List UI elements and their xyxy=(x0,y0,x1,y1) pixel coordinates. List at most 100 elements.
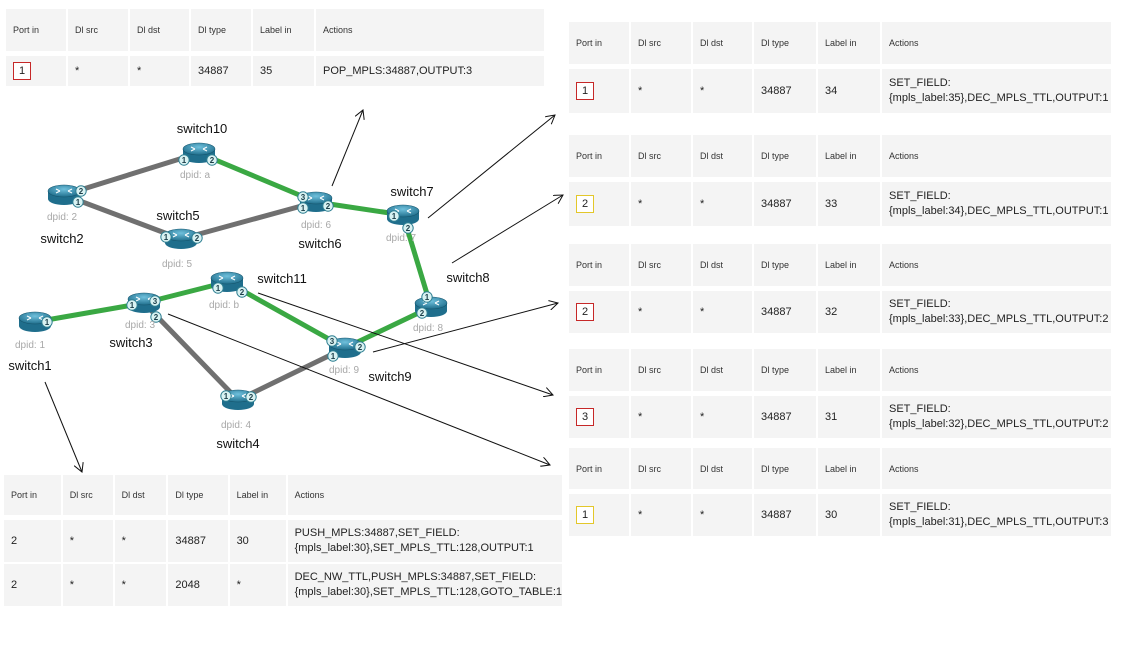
dl-src-value: * xyxy=(631,396,691,438)
dl-dst-value: * xyxy=(693,291,752,333)
dl-type-value: 34887 xyxy=(754,182,816,226)
dl-src-value: * xyxy=(68,56,128,86)
svg-text:2: 2 xyxy=(210,156,215,165)
port-badge: 3 xyxy=(149,295,161,307)
port-badge: 1 xyxy=(178,154,190,166)
svg-text:2: 2 xyxy=(79,187,84,196)
svg-text:1: 1 xyxy=(164,233,169,242)
header-label-in: Label in xyxy=(818,22,880,64)
dl-dst-value: * xyxy=(114,564,167,606)
primary-path-link xyxy=(196,150,319,205)
svg-text:1: 1 xyxy=(224,392,229,401)
label-in-value: 32 xyxy=(818,291,880,333)
port-badge: 1 xyxy=(297,202,309,214)
port-badge: 2 xyxy=(354,341,366,353)
header-actions: Actions xyxy=(882,135,1111,177)
table-pointer-arrow xyxy=(451,195,563,264)
label-in-value: 35 xyxy=(253,56,314,86)
actions-value: SET_FIELD: {mpls_label:33},DEC_MPLS_TTL,… xyxy=(882,291,1111,333)
table-pointer-arrow xyxy=(167,313,550,465)
port-in-value: 2 xyxy=(4,520,61,562)
table-row: 3 * * 34887 31 SET_FIELD: {mpls_label:32… xyxy=(569,396,1111,438)
port-badge: 3 xyxy=(297,191,309,203)
header-dl-type: Dl type xyxy=(754,135,816,177)
header-actions: Actions xyxy=(882,448,1111,489)
switch-name-label: switch4 xyxy=(216,436,259,451)
svg-text:1: 1 xyxy=(392,212,397,221)
table-row: 2 * * 2048 * DEC_NW_TTL,PUSH_MPLS:34887,… xyxy=(4,564,562,606)
dl-type-value: 34887 xyxy=(754,494,816,536)
dpid-label: dpid: 8 xyxy=(413,323,443,334)
header-dl-type: Dl type xyxy=(168,475,228,515)
table-row: 2 * * 34887 32 SET_FIELD: {mpls_label:33… xyxy=(569,291,1111,333)
switch-name-label: switch3 xyxy=(109,335,152,350)
header-dl-dst: Dl dst xyxy=(693,22,752,64)
dpid-label: dpid: b xyxy=(209,300,239,311)
router-icon xyxy=(164,228,198,249)
table-row: 2 * * 34887 33 SET_FIELD: {mpls_label:34… xyxy=(569,182,1111,226)
label-in-value: 30 xyxy=(229,520,286,562)
dpid-label: dpid: 3 xyxy=(125,320,155,331)
header-port-in: Port in xyxy=(569,448,629,489)
table-row: 1 * * 34887 34 SET_FIELD: {mpls_label:35… xyxy=(569,69,1111,113)
dl-type-value: 34887 xyxy=(754,69,816,113)
header-label-in: Label in xyxy=(229,475,286,515)
port-badge: 1 xyxy=(212,282,224,294)
switch-name-label: switch11 xyxy=(257,271,307,286)
dpid-label: dpid: 5 xyxy=(162,259,192,270)
port-badge: 1 xyxy=(72,196,84,208)
svg-text:2: 2 xyxy=(326,202,331,211)
actions-value: POP_MPLS:34887,OUTPUT:3 xyxy=(316,56,544,86)
port-badge: 3 xyxy=(326,335,338,347)
dl-type-value: 34887 xyxy=(191,56,251,86)
header-port-in: Port in xyxy=(4,475,61,515)
switch-name-label: switch8 xyxy=(446,270,489,285)
flow-table-switch9: Port in Dl src Dl dst Dl type Label in A… xyxy=(567,244,1113,333)
table-row: 1 * * 34887 35 POP_MPLS:34887,OUTPUT:3 xyxy=(6,56,544,86)
header-actions: Actions xyxy=(882,22,1111,64)
header-actions: Actions xyxy=(882,349,1111,391)
dpid-label: dpid: a xyxy=(180,170,210,181)
header-label-in: Label in xyxy=(818,135,880,177)
port-badge: 2 xyxy=(75,185,87,197)
svg-text:1: 1 xyxy=(76,198,81,207)
dl-src-value: * xyxy=(631,291,691,333)
table-pointer-arrow xyxy=(427,115,555,219)
svg-text:2: 2 xyxy=(249,393,254,402)
dl-type-value: 34887 xyxy=(754,396,816,438)
header-label-in: Label in xyxy=(253,9,314,51)
actions-value: SET_FIELD: {mpls_label:31},DEC_MPLS_TTL,… xyxy=(882,494,1111,536)
actions-value: DEC_NW_TTL,PUSH_MPLS:34887,SET_FIELD: {m… xyxy=(287,564,562,606)
svg-text:1: 1 xyxy=(425,293,430,302)
svg-text:2: 2 xyxy=(240,288,245,297)
header-label-in: Label in xyxy=(818,244,880,286)
port-in-value: 2 xyxy=(576,303,595,321)
port-badge: 2 xyxy=(416,307,428,319)
switch-name-label: switch1 xyxy=(8,358,51,373)
dpid-label: dpid: 9 xyxy=(329,365,359,376)
router-switch8[interactable]: 1 2 dpid: 8 switch8 xyxy=(413,270,490,334)
flow-table-switch6: Port in Dl src Dl dst Dl type Label in A… xyxy=(4,9,546,86)
dl-dst-value: * xyxy=(693,182,752,226)
header-port-in: Port in xyxy=(569,22,629,64)
port-badge: 1 xyxy=(41,316,53,328)
port-badge: 1 xyxy=(126,299,138,311)
port-badge: 2 xyxy=(245,391,257,403)
svg-text:3: 3 xyxy=(330,337,335,346)
flow-table-switch3: Port in Dl src Dl dst Dl type Label in A… xyxy=(567,448,1113,536)
actions-value: SET_FIELD: {mpls_label:35},DEC_MPLS_TTL,… xyxy=(882,69,1111,113)
router-icon xyxy=(47,184,81,205)
flow-table-switch7: Port in Dl src Dl dst Dl type Label in A… xyxy=(567,22,1113,113)
header-dl-dst: Dl dst xyxy=(693,448,752,489)
